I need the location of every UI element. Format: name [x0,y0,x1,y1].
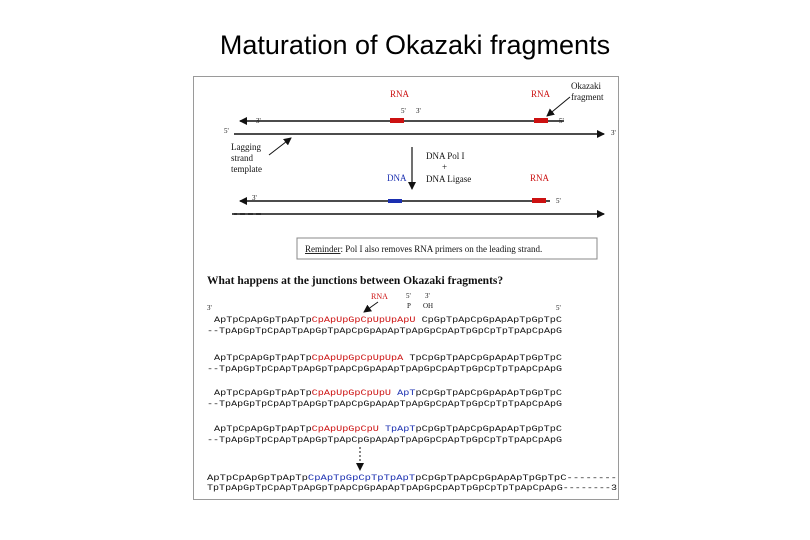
seq-dna-segment-right: pCpGpTpApCpGpApApTpGpTpC [415,389,562,398]
seq-row-3-bottom: --TpApGpTpCpApTpApGpTpApCpGpApApTpApGpCp… [207,400,562,409]
template-5-prime: 5' [224,127,229,135]
rna-primer-after [532,198,546,203]
template-pointer-arrow [268,137,292,156]
seq-dna-segment-right: pCpGpTpApCpGpApApTpGpTpC-------- [415,474,617,483]
seq-left-3-prime: 3' [207,304,212,312]
dna-pol-label: DNA Pol I [426,151,465,161]
seq-new-dna-segment: CpApTpGpCpTpTpApT [308,474,415,483]
figure-svg: RNA RNA Okazaki fragment 5' 3' 3' 5' 5' … [207,81,617,493]
seq-new-dna-segment: TpApT [379,425,416,434]
fragment-label: fragment [571,92,604,102]
junction-rna-label: RNA [371,292,388,301]
reminder-body: : Pol I also removes RNA primers on the … [341,244,543,254]
label-3-prime: 3' [416,107,421,115]
dna-ligase-label: DNA Ligase [426,174,471,184]
dna-label: DNA [387,173,407,183]
seq-dna-segment-right: TpCpGpTpApCpGpApApTpGpTpC [409,354,562,363]
seq-right-5-prime: 5' [556,304,561,312]
rna-label-after: RNA [530,173,550,183]
seq-dna-segment: ApTpCpApGpTpApTp [214,389,312,398]
reminder-prefix: Reminder [305,244,341,254]
lower-3-prime: 3' [252,194,257,202]
reminder-box [296,237,598,260]
dna-replaced-segment [388,199,402,203]
seq-rna-segment: CpApUpGpCpUpU [312,389,391,398]
label-5-prime: 5' [401,107,406,115]
plus-sign: + [442,162,447,172]
hydroxyl-label: OH [423,302,433,310]
phosphate-label: P [407,302,411,310]
seq-row-4-bottom: --TpApGpTpCpApTpApGpTpApCpGpApApTpApGpCp… [207,436,562,445]
strand-label: strand [231,153,253,163]
rna-primer-left [390,118,404,123]
template-3-prime: 3' [611,129,616,137]
seq-dna-segment: ApTpCpApGpTpApTp [207,474,308,483]
reminder-text: Reminder: Pol I also removes RNA primers… [305,244,542,254]
okazaki-pointer-arrow [546,96,571,117]
seq-row-1-bottom: --TpApGpTpCpApTpApGpTpApCpGpApApTpApGpCp… [207,327,562,336]
template-label: template [231,164,262,174]
lagging-label: Lagging [231,142,261,152]
seq-row-2-bottom: --TpApGpTpCpApTpApGpTpApCpGpApApTpApGpCp… [207,365,562,374]
seq-rna-segment: CpApUpGpCpUpUpA [312,354,404,363]
seq-rna-segment: CpApUpGpCpUpUpApU [312,316,416,325]
seq-dna-segment-right: CpGpTpApCpGpApApTpGpTpC [422,316,562,325]
lower-5-prime: 5' [556,197,561,205]
seq-dna-segment: ApTpCpApGpTpApTp [214,425,312,434]
seq-dna-segment-right: pCpGpTpApCpGpApApTpGpTpC [415,425,562,434]
junction-question: What happens at the junctions between Ok… [207,275,503,287]
seq-row-5-bottom: TpTpApGpTpCpApTpApGpTpApCpGpApApTpApGpCp… [207,484,617,493]
okazaki-figure: RNA RNA Okazaki fragment 5' 3' 3' 5' 5' … [193,76,619,500]
seq-dna-segment: ApTpCpApGpTpApTp [214,354,312,363]
rna-label-right: RNA [531,89,551,99]
junction-5-prime: 5' [406,292,411,300]
seq-new-dna-segment: ApT [391,389,415,398]
junction-3-prime: 3' [425,292,430,300]
seq-rna-segment: CpApUpGpCpU [312,425,379,434]
junction-rna-arrow [363,301,379,313]
slide-title: Maturation of Okazaki fragments [219,30,611,60]
seq-dna-segment: ApTpCpApGpTpApTp [214,316,312,325]
okazaki-label: Okazaki [571,81,601,91]
rna-primer-right [534,118,548,123]
rna-label-left: RNA [390,89,410,99]
